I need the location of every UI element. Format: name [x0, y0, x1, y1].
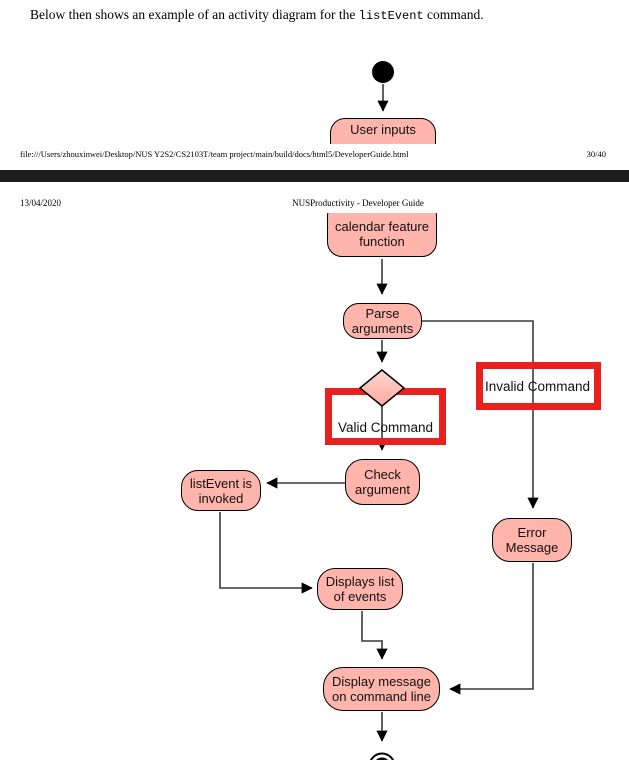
annotation-invalid-label: Invalid Command	[485, 378, 591, 394]
node-listevent-invoked-line2: invoked	[198, 490, 244, 506]
node-parse-arguments-line2: arguments	[351, 321, 414, 336]
page-divider-bar	[0, 170, 629, 182]
node-user-inputs-clip: User inputs	[326, 116, 442, 144]
edge-error-to-displaymsg	[449, 563, 534, 695]
final-node-outer-ring-icon	[369, 752, 395, 760]
header-date: 13/04/2020	[20, 198, 62, 208]
annotation-valid-command: Valid Command	[325, 388, 446, 445]
annotation-invalid-command: Invalid Command	[476, 362, 601, 410]
node-listevent-invoked-line1: listEvent is	[189, 475, 253, 491]
node-displays-list: Displays list of events	[317, 568, 403, 610]
node-display-message-line2: on command line	[332, 689, 431, 704]
node-display-message-line1: Display message	[332, 674, 431, 689]
node-check-argument: Check argument	[345, 459, 420, 505]
node-user-inputs-label: User inputs	[350, 122, 416, 137]
node-listevent-invoked: listEvent is invoked	[181, 470, 261, 511]
node-error-message-line2: Message	[505, 540, 559, 555]
node-error-message: Error Message	[492, 518, 572, 562]
intro-paragraph: Below then shows an example of an activi…	[30, 7, 605, 23]
intro-text-before: Below then shows an example of an activi…	[30, 7, 359, 22]
node-displays-list-line1: Displays list	[325, 574, 395, 589]
node-check-argument-line1: Check	[364, 467, 401, 482]
footer-page-indicator: 30/40	[586, 149, 606, 159]
intro-code-listevent: listEvent	[358, 9, 424, 23]
node-parse-arguments-line1: Parse	[365, 306, 400, 321]
node-user-inputs: User inputs	[330, 118, 436, 144]
header-document-title: NUSProductivity - Developer Guide	[292, 198, 424, 208]
annotation-valid-label: Valid Command	[337, 420, 434, 435]
node-parse-arguments: Parse arguments	[343, 303, 422, 339]
edge-listevent-to-displays	[219, 512, 313, 594]
node-calendar-feature: calendar feature function	[327, 213, 437, 257]
node-display-message: Display message on command line	[323, 667, 440, 711]
edge-displays-to-displaymsg	[361, 611, 388, 660]
node-error-message-line1: Error	[517, 525, 547, 540]
node-calendar-feature-clip: calendar feature function	[320, 213, 444, 259]
node-calendar-feature-line2: function	[359, 233, 405, 249]
node-calendar-feature-line1: calendar feature	[335, 218, 429, 234]
node-check-argument-line2: argument	[355, 482, 410, 497]
footer-file-url: file:///Users/zhouxinwei/Desktop/NUS Y2S…	[20, 149, 409, 159]
intro-text-after: command.	[423, 7, 484, 22]
node-displays-list-line2: of events	[333, 589, 387, 604]
initial-node-icon	[372, 61, 394, 83]
